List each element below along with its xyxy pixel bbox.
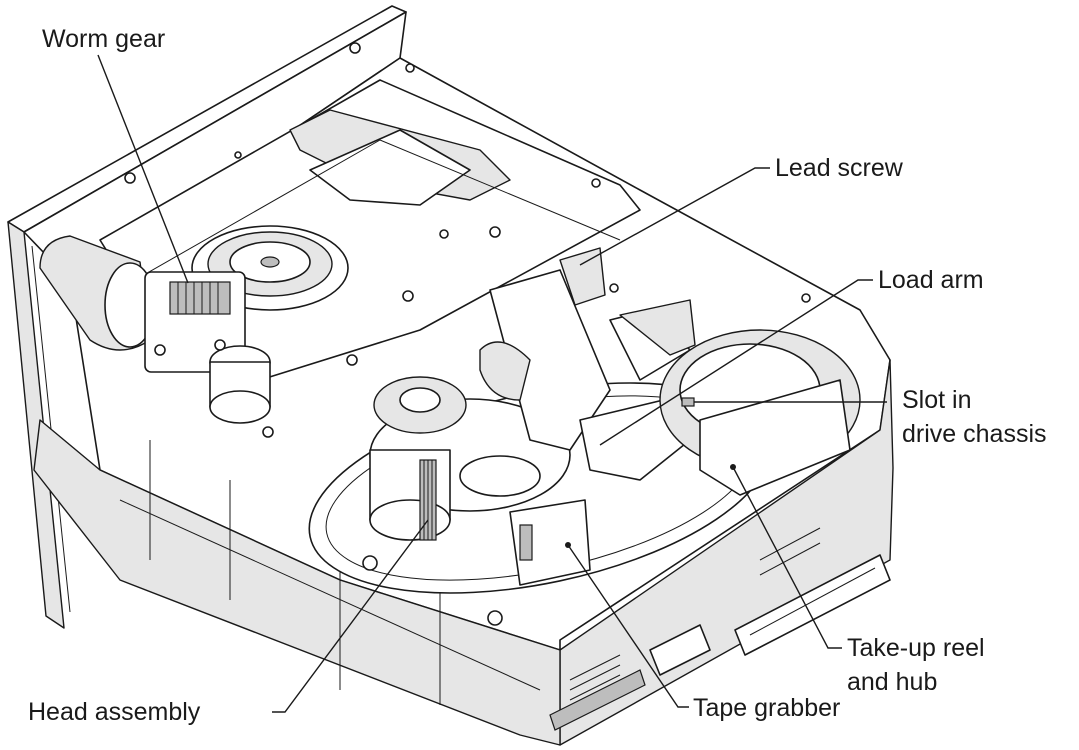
leader-lines (97, 54, 887, 713)
label-slot-line2: drive chassis (902, 420, 1047, 448)
label-takeup-line2: and hub (847, 668, 937, 696)
callout-labels: Worm gear Lead screw Load arm Slot in dr… (28, 25, 1047, 726)
label-lead-screw: Lead screw (775, 154, 904, 182)
worm-gear-part (169, 281, 231, 315)
tape-drive-illustration (7, 5, 894, 746)
label-slot-line1: Slot in (902, 386, 971, 414)
tape-grabber-part (509, 499, 591, 586)
head-hub-assembly (369, 376, 571, 541)
side-vents (549, 527, 821, 731)
front-bezel (7, 5, 407, 629)
leader-worm-gear (97, 54, 189, 284)
label-takeup-line1: Take-up reel (847, 634, 985, 662)
chassis-slot (681, 397, 695, 407)
label-head-assembly: Head assembly (28, 698, 201, 726)
leader-head-assembly (272, 519, 429, 713)
label-worm-gear: Worm gear (42, 25, 165, 53)
label-tape-grabber: Tape grabber (693, 694, 840, 722)
leader-takeup (732, 466, 842, 649)
leader-lead-screw (579, 167, 770, 266)
leader-tape-grabber (567, 544, 689, 708)
leader-load-arm (599, 279, 873, 446)
label-load-arm: Load arm (878, 266, 984, 294)
takeup-reel (659, 329, 861, 496)
side-connector (649, 554, 891, 676)
screws (124, 42, 811, 626)
